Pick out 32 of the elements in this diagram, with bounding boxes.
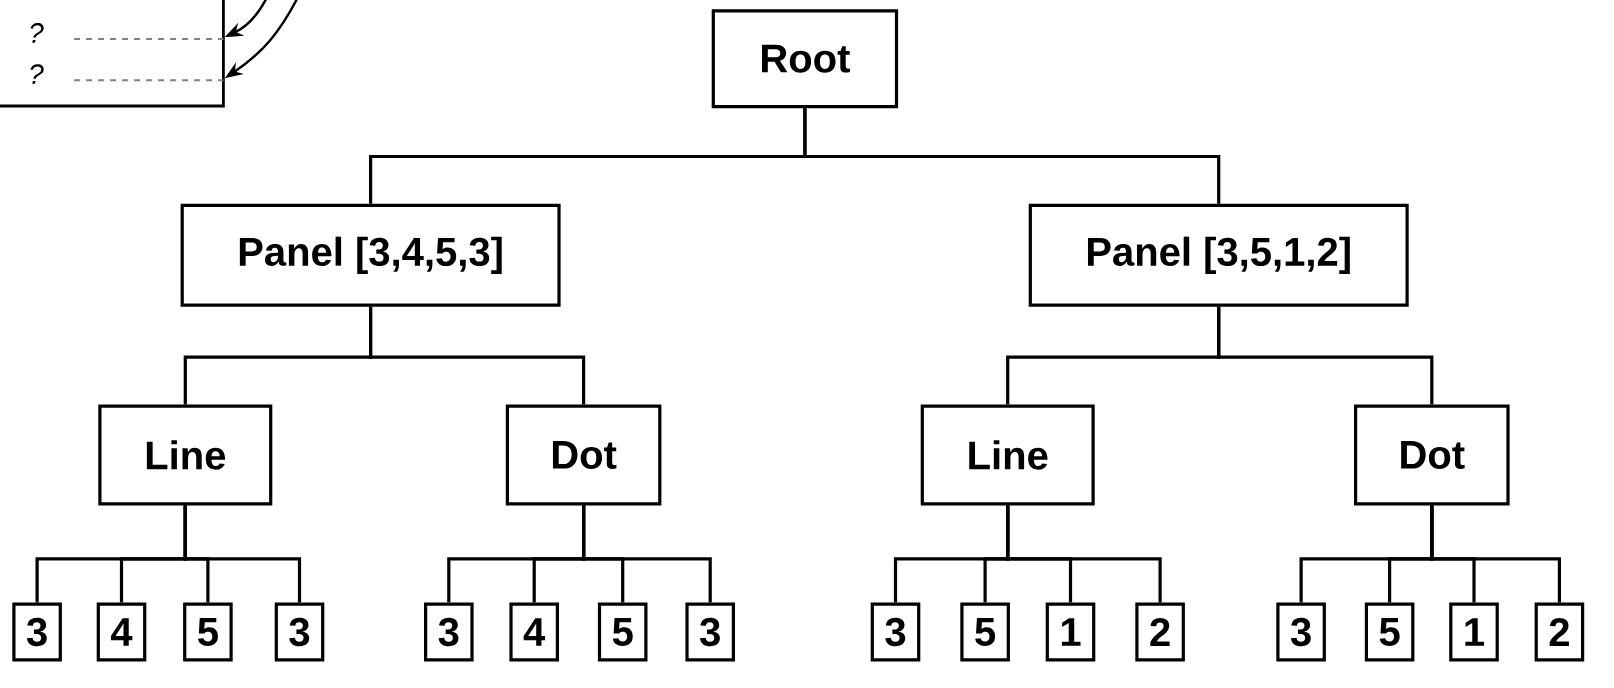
leaf-box: 3 [424,602,474,662]
leaf-box: 3 [12,602,62,662]
leaf-box: 1 [1449,602,1499,662]
tree-node-box: Panel [3,4,5,3] [180,203,561,307]
leaf-box: 3 [1276,602,1326,662]
question-mark: ? [30,23,44,43]
tree-connector [1217,306,1434,405]
leaf-box: 1 [1045,602,1096,662]
tree-connector [1430,505,1561,603]
leaf-box: 4 [509,602,559,662]
leaf-box: 2 [1534,602,1585,662]
tree-node-box: Panel [3,5,1,2] [1028,203,1409,307]
leaf-box: 3 [870,602,921,662]
leaf-box: 3 [685,602,735,662]
leaf-box: 2 [1135,602,1185,662]
leaf-box: 3 [274,602,325,662]
tree-node-box: Line [920,404,1095,506]
tree-connector [183,505,302,603]
tree-node-box: Root [711,9,899,109]
leaf-box: 5 [960,602,1010,662]
tree-connector [369,306,586,405]
question-mark: ? [30,64,44,84]
leaf-box: 5 [183,602,233,662]
tree-node-box: Dot [1354,404,1510,506]
leaf-box: 5 [597,602,648,662]
tree-connector [803,108,1221,204]
tree-node-box: Line [98,404,273,506]
tree-node-box: Dot [505,404,662,506]
tree-connector [582,505,712,603]
leaf-box: 4 [96,602,147,662]
tree-connector [1006,505,1162,603]
leaf-box: 5 [1364,602,1415,662]
